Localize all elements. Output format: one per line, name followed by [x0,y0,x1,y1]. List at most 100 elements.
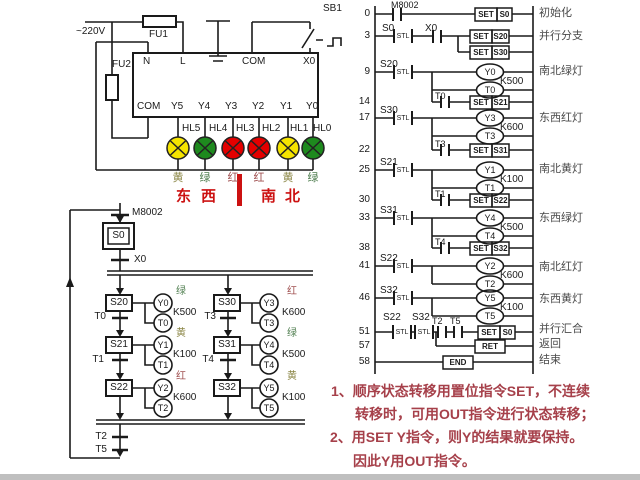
sfc-coil-y2 [153,378,173,398]
voltage-label: ~220V [76,26,106,37]
sfc-step-label: S30 [218,297,236,308]
sfc-coil-y0 [153,293,173,313]
ladder-contact-bars [392,8,463,339]
rung-comment: 南北绿灯 [539,65,583,77]
sfc-color-note: 黄 [176,328,186,339]
set-instruction: SET [473,244,489,253]
sfc-step-s22 [105,379,133,397]
sfc-timer-coil-label: T4 [263,360,275,370]
direction-east: 东 [176,188,192,205]
sfc-out-coil-label: Y0 [157,298,169,308]
ladder-coil-label: T0 [484,85,496,95]
sfc-color-note: 绿 [287,328,297,339]
lamp-hl2-label: HL2 [262,123,281,134]
sfc-action-links [132,302,260,409]
rung-comment: 南北黄灯 [539,163,583,175]
ladder-contact-label: T2 [432,316,443,326]
ladder-stl-device-label: S20 [380,59,398,70]
timer-constant: K500 [500,76,524,87]
ladder-step-number: 41 [358,260,370,271]
direction-south: 南 [261,188,277,205]
set-instruction: SET [473,98,489,107]
sfc-transition-label: T3 [204,311,216,322]
rung-comment: 结束 [539,354,561,366]
sfc-k-value: K600 [173,392,197,403]
terminal-y1: Y1 [280,101,293,112]
sfc-coil-y3 [259,293,279,313]
sfc-coil-t4 [259,355,279,375]
ladder-coils [475,63,505,325]
set-instruction: SET [473,196,489,205]
stl-instruction: STL [396,69,410,76]
sfc-out-coil-label: Y3 [263,298,275,308]
ladder-coil-label: Y4 [484,213,496,223]
lamp-color-char: 红 [253,172,265,184]
sfc-out-coil-label: Y2 [157,383,169,393]
sfc-step-s32 [213,379,241,397]
sfc-merge-transition-label: T2 [95,431,107,442]
set-target: S0 [502,328,513,337]
sfc-timer-coil-label: T1 [157,360,169,370]
fuse1-label: FU1 [149,29,168,40]
lamp-hl3-label: HL3 [236,123,255,134]
note-line-2: 转移时，可用OUT指令进行状态转移； [355,406,595,422]
terminal-n: N [143,56,151,67]
set-target: S30 [493,48,508,57]
sfc-color-note: 黄 [287,371,297,382]
ladder-step-number: 46 [358,292,370,303]
ladder-step-number: 25 [358,164,370,175]
sfc-k-value: K100 [173,349,197,360]
ladder-diagram [374,6,534,374]
plc-box [132,52,319,118]
lamp-icons [166,136,325,160]
sfc-step-label: S32 [218,382,236,393]
sfc-k-value: K500 [173,307,197,318]
pushbutton-label: SB1 [323,3,342,14]
timer-constant: K100 [500,174,524,185]
sfc-merge-transition-label: T5 [95,444,107,455]
stl-instruction: STL [396,115,410,122]
sfc-coil-y1 [153,335,173,355]
rung-comment: 东西红灯 [539,112,583,124]
lamp-cross-marks [169,140,322,156]
rung-comment: 并行汇合 [539,323,583,335]
ladder-step-number: 17 [358,112,370,123]
note-line-1: 1、顺序状态转移用置位指令SET，不连续 [331,383,591,399]
sfc-step-s0-outer [102,222,135,250]
ladder-coil-label: Y3 [484,113,496,123]
timer-constant: K100 [500,302,524,313]
fuse1-icon [142,15,177,28]
timer-constant: K600 [500,122,524,133]
ladder-step-number: 22 [358,144,370,155]
note-line-4: 因此Y用OUT指令。 [353,453,476,469]
sfc-step-label: S31 [218,339,236,350]
ladder-stl-device-label: S32 [380,285,398,296]
sfc-arrowheads [66,216,232,457]
ladder-step-number: 3 [364,30,370,41]
ladder-rails [374,6,534,374]
ladder-coil-label: Y0 [484,67,496,77]
sfc-k-value: K100 [282,392,306,403]
image-bottom-border [0,474,640,480]
sfc-k-value: K600 [282,307,306,318]
stl-instruction: STL [396,215,410,222]
ladder-contact-label: X0 [425,23,438,34]
sfc-timer-coil-label: T3 [263,318,275,328]
sfc-chart [66,203,313,459]
sfc-step-s30 [213,294,241,312]
lamp-color-char: 黄 [282,172,294,184]
sfc-coil-y4 [259,335,279,355]
ladder-coil-label: T1 [484,183,496,193]
ladder-instruction-boxes [442,7,516,370]
sfc-step-s20 [105,294,133,312]
ladder-step-number: 58 [358,356,370,367]
stl-instruction: STL [417,329,431,336]
ladder-coil-label: Y1 [484,165,496,175]
ladder-stl-device-label: S21 [380,157,398,168]
sfc-coil-y5 [259,378,279,398]
sfc-color-note: 绿 [176,286,186,297]
wiring-wires [85,21,314,171]
end-instruction: END [449,358,467,367]
ladder-coil-label: Y2 [484,261,496,271]
